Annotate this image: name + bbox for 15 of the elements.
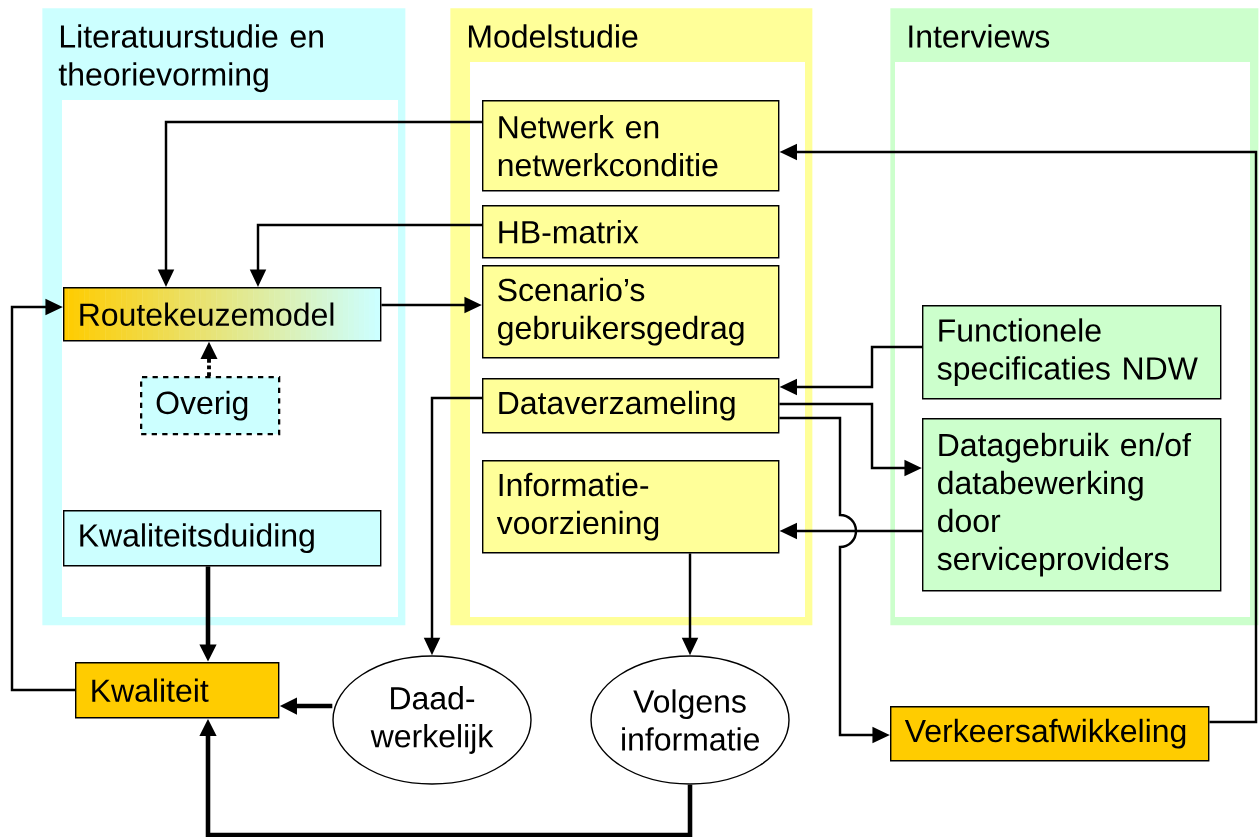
ellipse-node: Volgens informatie: [590, 655, 790, 785]
process-box: Netwerk en netwerkconditie: [482, 100, 780, 192]
process-box: HB-matrix: [482, 205, 780, 259]
process-box: Kwaliteit: [75, 662, 280, 719]
ellipse-node: Daad- werkelijk: [332, 655, 532, 785]
process-box: Routekeuzemodel: [63, 287, 382, 342]
process-box: Scenario’s gebruikersgedrag: [482, 265, 780, 359]
process-box: Kwaliteitsduiding: [63, 510, 382, 567]
process-box: Overig: [140, 376, 281, 436]
process-box: Dataverzameling: [482, 378, 780, 434]
arrow: [10, 298, 75, 692]
process-box: Verkeersafwikkeling: [890, 706, 1210, 762]
process-box: Informatie- voorziening: [482, 460, 780, 554]
process-box: Functionele specificaties NDW: [922, 305, 1222, 400]
process-box: Datagebruik en/of databewerking door serviceproviders: [922, 418, 1222, 592]
